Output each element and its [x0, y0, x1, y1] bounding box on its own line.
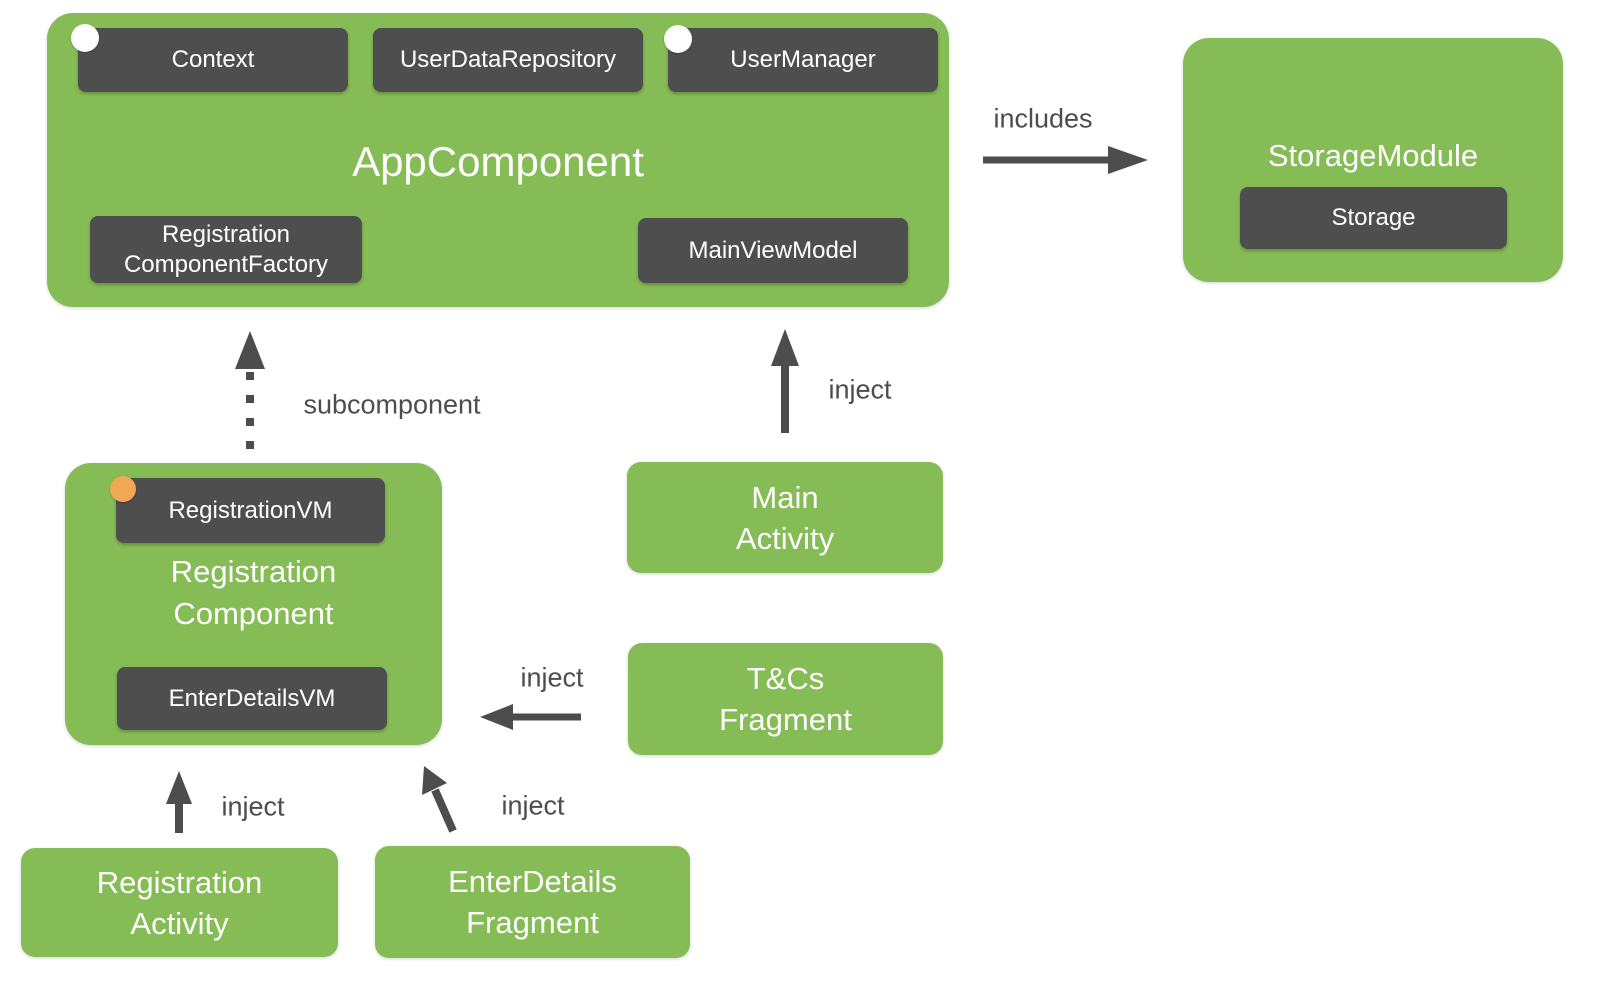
registration-component-factory-label-line1: Registration: [161, 220, 291, 248]
inject-arrow-main-activity: [771, 329, 799, 433]
registration-vm-box: RegistrationVM: [116, 478, 385, 543]
app-component-node: Context UserDataRepository UserManager A…: [47, 13, 949, 307]
storage-box: Storage: [1240, 187, 1507, 249]
context-box: Context: [78, 28, 348, 92]
registration-component-factory-box: Registration ComponentFactory: [90, 216, 362, 283]
user-data-repository-label: UserDataRepository: [399, 46, 617, 73]
app-component-title: AppComponent: [352, 138, 644, 185]
subcomponent-arrow: [235, 331, 265, 460]
storage-module-node: StorageModule Storage: [1183, 38, 1563, 282]
main-view-model-label: MainViewModel: [688, 236, 858, 264]
enter-details-fragment-label-line1: EnterDetails: [448, 864, 617, 899]
enter-details-fragment-node: EnterDetails Fragment: [375, 846, 690, 958]
enter-details-vm-box: EnterDetailsVM: [117, 667, 387, 730]
inject-label-main-activity: inject: [828, 374, 892, 405]
user-manager-box: UserManager: [668, 28, 938, 92]
includes-label: includes: [993, 103, 1093, 134]
subcomponent-label: subcomponent: [303, 389, 481, 420]
registration-activity-label-line2: Activity: [130, 905, 229, 941]
context-label: Context: [171, 46, 255, 73]
registration-activity-node: Registration Activity: [21, 848, 338, 957]
tcs-fragment-label-line2: Fragment: [719, 702, 852, 737]
inject-arrow-enter-details-fragment: [422, 766, 457, 833]
inject-label-enter-details-fragment: inject: [501, 790, 565, 821]
inject-arrow-tcs-fragment: [480, 704, 581, 730]
registration-component-title-line1: Registration: [170, 554, 337, 589]
registration-vm-label: RegistrationVM: [168, 496, 333, 524]
registration-activity-label-line1: Registration: [96, 864, 263, 900]
storage-label: Storage: [1331, 204, 1416, 231]
enter-details-vm-label: EnterDetailsVM: [168, 684, 336, 712]
registration-component-title-line2: Component: [173, 596, 334, 631]
user-data-repository-box: UserDataRepository: [373, 28, 643, 92]
registration-vm-scoped-dot-icon: [110, 476, 136, 502]
inject-label-tcs-fragment: inject: [520, 662, 584, 693]
context-provision-dot-icon: [71, 24, 99, 52]
registration-component-factory-label-line2: ComponentFactory: [123, 250, 329, 278]
main-view-model-box: MainViewModel: [638, 218, 908, 283]
tcs-fragment-node: T&Cs Fragment: [628, 643, 943, 755]
tcs-fragment-label-line1: T&Cs: [746, 661, 825, 696]
registration-component-title: Registration Component: [65, 551, 442, 635]
includes-arrow: [983, 146, 1148, 174]
user-manager-provision-dot-icon: [664, 25, 692, 53]
storage-module-title: StorageModule: [1267, 138, 1479, 173]
enter-details-fragment-label-line2: Fragment: [466, 905, 599, 940]
user-manager-label: UserManager: [730, 46, 876, 73]
main-activity-label-line1: Main: [751, 479, 819, 515]
registration-component-node: RegistrationVM Registration Component En…: [65, 463, 442, 745]
inject-arrow-registration-activity: [166, 771, 192, 833]
main-activity-node: Main Activity: [627, 462, 943, 573]
inject-label-registration-activity: inject: [221, 791, 285, 822]
main-activity-label-line2: Activity: [735, 520, 835, 556]
